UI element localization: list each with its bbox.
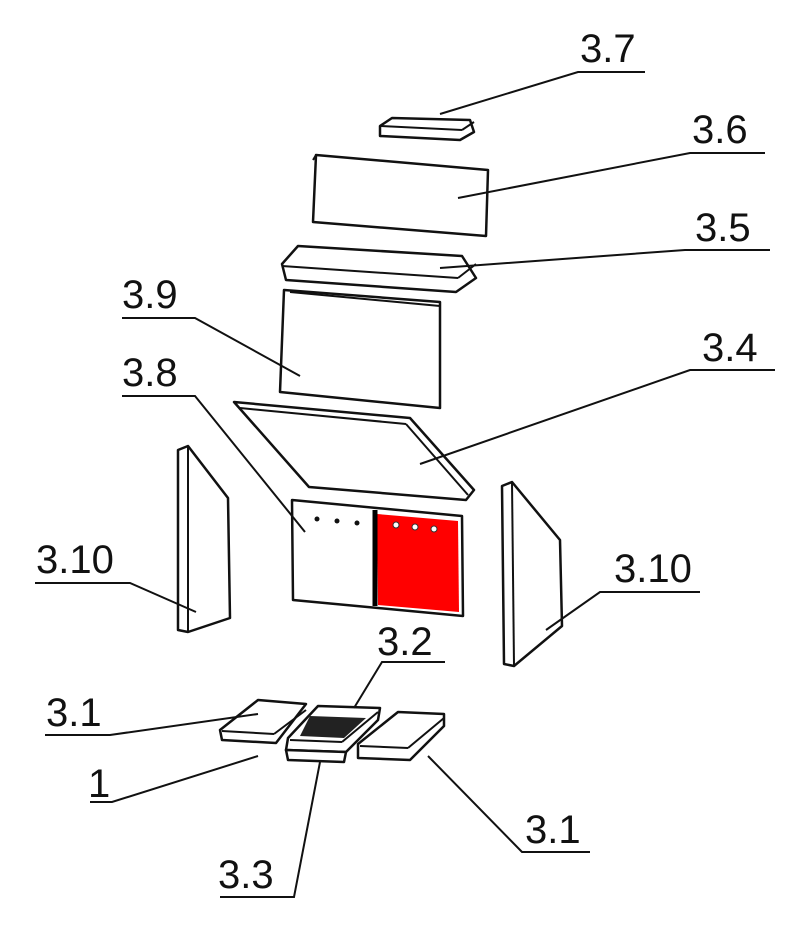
part-3-10-left[interactable] <box>176 444 232 634</box>
label-3-1-right: 3.1 <box>525 808 581 852</box>
label-3-8: 3.8 <box>122 351 178 395</box>
label-3-7: 3.7 <box>580 27 636 71</box>
label-3-9: 3.9 <box>122 273 178 317</box>
part-3-5[interactable] <box>280 244 478 294</box>
label-3-6: 3.6 <box>692 108 748 152</box>
part-3-6[interactable] <box>311 153 490 238</box>
part-3-1-left[interactable] <box>218 698 308 745</box>
label-3-10-left: 3.10 <box>36 538 114 582</box>
part-3-3[interactable] <box>284 748 348 764</box>
part-3-7[interactable] <box>378 116 476 142</box>
part-3-9[interactable] <box>278 288 442 410</box>
label-3-5: 3.5 <box>695 206 751 250</box>
part-3-10-right[interactable] <box>500 480 564 668</box>
label-3-10-right: 3.10 <box>614 547 692 591</box>
label-3-2: 3.2 <box>377 620 433 664</box>
label-1: 1 <box>88 762 110 806</box>
part-3-1-right[interactable] <box>356 710 446 762</box>
label-3-1-left: 3.1 <box>46 691 102 735</box>
highlighted-part[interactable] <box>377 514 459 612</box>
label-3-3: 3.3 <box>218 853 274 897</box>
part-3-8[interactable] <box>290 498 465 618</box>
part-3-4[interactable] <box>232 400 476 502</box>
part-3-2-grate[interactable] <box>284 704 382 754</box>
label-3-4: 3.4 <box>702 326 758 370</box>
leader-lines <box>35 71 775 898</box>
